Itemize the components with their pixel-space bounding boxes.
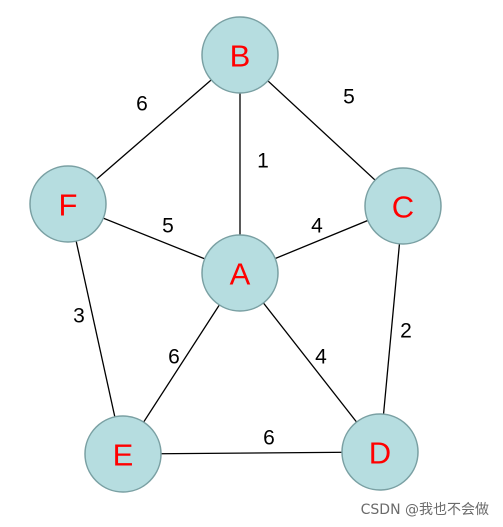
nodes-layer: B F C A E D	[29, 16, 442, 493]
node-e: E	[84, 415, 162, 493]
node-label-a: A	[230, 257, 251, 292]
edge-weights-layer: 6 5 1 5 4 3 2 6 4 6	[73, 86, 412, 450]
node-b: B	[201, 16, 279, 94]
node-label-d: D	[369, 436, 391, 471]
edge-c-d	[379, 205, 404, 453]
edge-weight-f-e: 3	[73, 305, 85, 328]
node-label-f: F	[59, 188, 78, 223]
watermark: CSDN @我也不会做	[360, 502, 489, 518]
edge-weight-a-c: 4	[311, 215, 323, 238]
node-d: D	[341, 413, 419, 491]
node-circle-e	[84, 415, 162, 493]
node-circle-a	[201, 234, 279, 312]
edge-weight-e-d: 6	[263, 427, 275, 450]
edge-weight-b-f: 6	[136, 93, 148, 116]
node-circle-d	[341, 413, 419, 491]
edge-weight-f-a: 5	[162, 215, 174, 238]
node-circle-f	[29, 165, 107, 243]
node-label-b: B	[230, 39, 251, 74]
node-circle-b	[201, 16, 279, 94]
node-c: C	[364, 167, 442, 245]
edge-e-d	[122, 451, 381, 455]
node-a: A	[201, 234, 279, 312]
edge-weight-a-e: 6	[168, 346, 180, 369]
node-label-c: C	[392, 190, 414, 225]
edge-weight-b-a: 1	[257, 150, 269, 173]
edge-weight-a-d: 4	[315, 346, 327, 369]
node-f: F	[29, 165, 107, 243]
edge-weight-b-c: 5	[343, 86, 355, 109]
edge-weight-c-d: 2	[400, 320, 412, 343]
edge-f-e	[67, 203, 124, 455]
node-label-e: E	[113, 438, 134, 473]
node-circle-c	[364, 167, 442, 245]
